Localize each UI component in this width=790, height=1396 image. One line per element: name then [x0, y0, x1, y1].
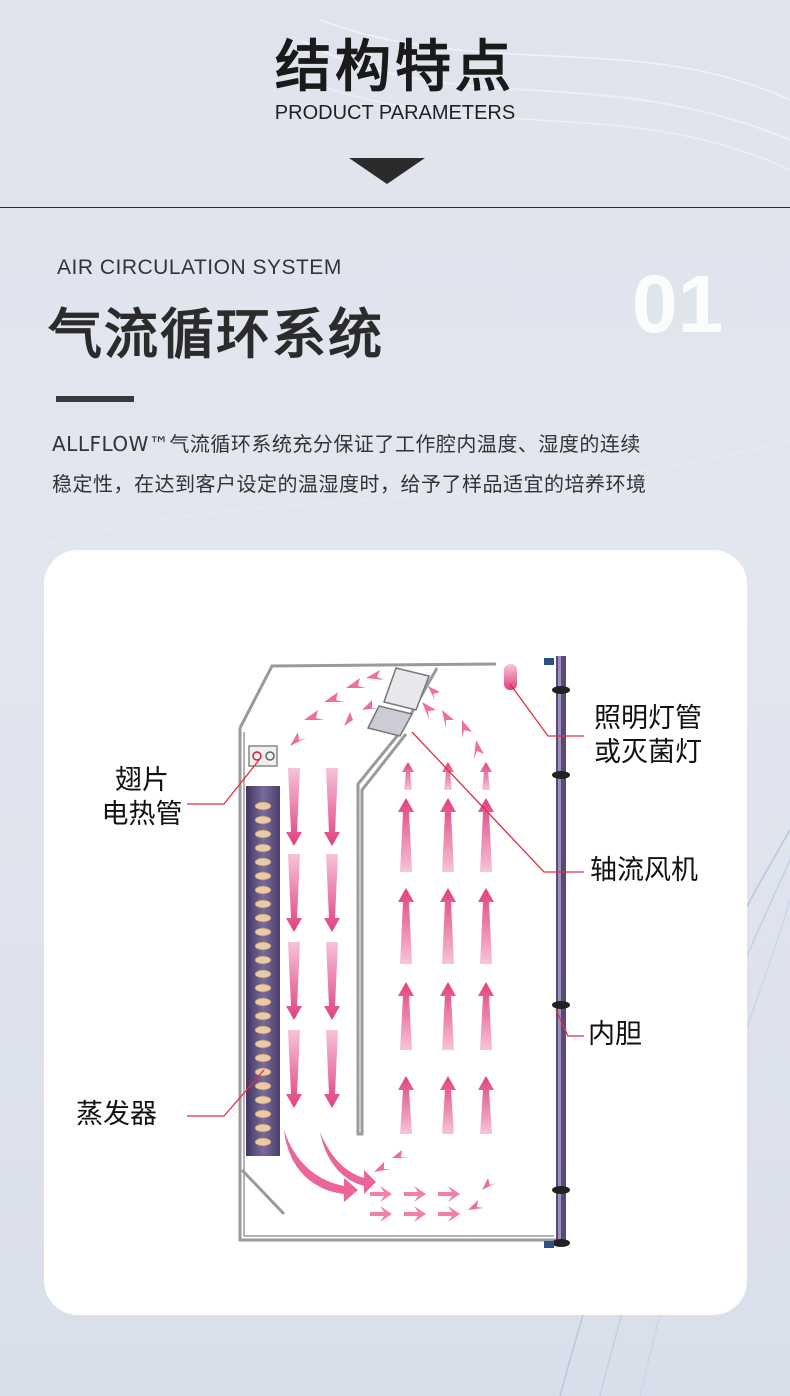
description-line: 稳定性，在达到客户设定的温湿度时，给予了样品适宜的培养环境 [52, 472, 647, 496]
section-description: ALLFLOW™气流循环系统充分保证了工作腔内温度、湿度的连续 稳定性，在达到客… [52, 424, 752, 504]
evaporator [246, 786, 280, 1156]
cabinet-frame [238, 662, 556, 1242]
page-title: 结构特点 [275, 35, 515, 100]
chevron-down-icon [349, 158, 425, 184]
leader-lines [187, 683, 584, 1117]
airflow-down-arrows [286, 768, 340, 1108]
fin-heater-label: 翅片 电热管 [101, 765, 183, 830]
fin-heater [248, 745, 278, 767]
inner-liner [544, 656, 570, 1248]
lamp-tube [504, 664, 517, 690]
duct-wall [356, 667, 439, 1136]
diagram-card: 翅片 电热管 蒸发器 照明灯管 或灭菌灯 轴流风机 内胆 [44, 550, 747, 1315]
axial-fan-label: 轴流风机 [590, 855, 698, 886]
divider [0, 207, 790, 208]
axial-fan [366, 667, 431, 737]
accent-bar [56, 396, 134, 402]
airflow-swirl-bottom [284, 1130, 496, 1222]
section-title: 气流循环系统 [48, 303, 384, 366]
airflow-swirl-top [290, 670, 484, 759]
airflow-up-arrows [398, 762, 494, 1134]
inner-liner-label: 内胆 [588, 1019, 642, 1050]
section-english-title: AIR CIRCULATION SYSTEM [57, 256, 342, 279]
section-number: 01 [632, 259, 724, 350]
page-subtitle: PRODUCT PARAMETERS [274, 102, 516, 124]
lamp-label: 照明灯管 或灭菌灯 [594, 703, 702, 768]
evaporator-label: 蒸发器 [76, 1099, 157, 1130]
air-circulation-diagram [187, 656, 584, 1248]
description-line: ALLFLOW™气流循环系统充分保证了工作腔内温度、湿度的连续 [52, 432, 641, 456]
